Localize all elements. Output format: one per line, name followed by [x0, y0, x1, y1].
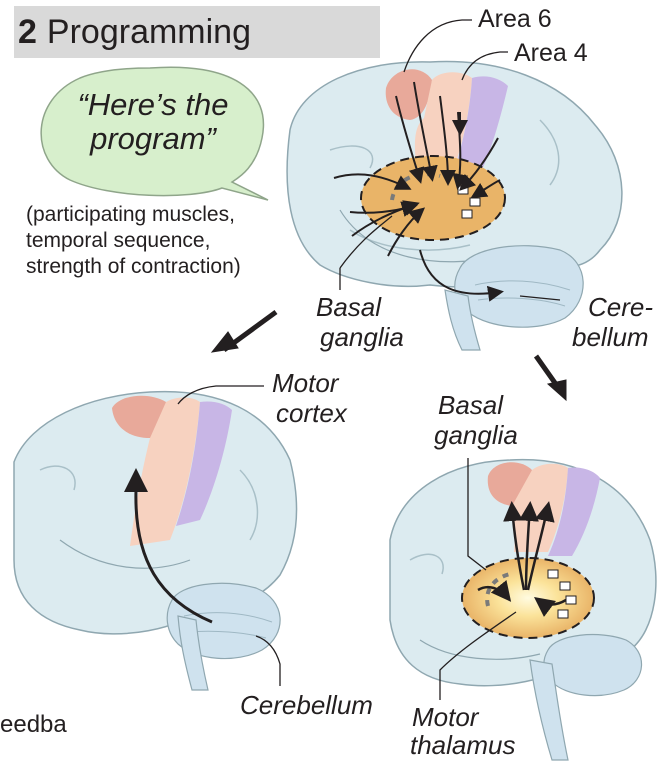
label-area4: Area 4: [514, 38, 588, 68]
speech-line-1: “Here’s the: [48, 88, 258, 122]
program-detail-2: temporal sequence,: [26, 228, 241, 254]
speech-line-2: program”: [48, 122, 258, 156]
program-details: (participating muscles, temporal sequenc…: [26, 202, 241, 280]
label-motor-thalamus-1: Motor: [412, 702, 478, 732]
label-cerebellum-top-2: bellum: [572, 322, 649, 352]
label-cerebellum-left: Cerebellum: [240, 690, 373, 720]
program-detail-1: (participating muscles,: [26, 202, 241, 228]
label-basal-ganglia-top-2: ganglia: [320, 322, 404, 352]
label-motor-thalamus-2: thalamus: [410, 730, 516, 760]
program-detail-3: strength of contraction): [26, 254, 241, 280]
left-brain: [14, 392, 297, 690]
label-motor-cortex-1: Motor: [272, 368, 338, 398]
label-basal-ganglia-top-1: Basal: [316, 292, 381, 322]
label-motor-cortex-2: cortex: [276, 398, 347, 428]
label-basal-ganglia-right-2: ganglia: [434, 420, 518, 450]
cut-off-text: eedba: [0, 710, 67, 740]
speech-text: “Here’s the program”: [48, 88, 258, 156]
label-area6: Area 6: [478, 4, 552, 34]
label-basal-ganglia-right-1: Basal: [438, 390, 503, 420]
label-cerebellum-top-1: Cere-: [588, 292, 653, 322]
